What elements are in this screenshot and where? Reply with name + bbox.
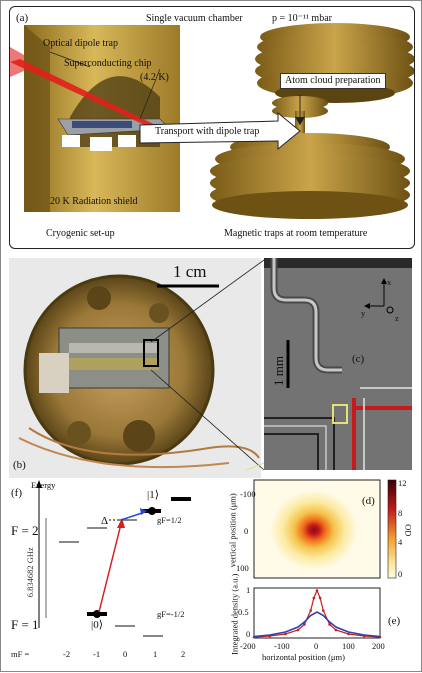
f2-label: F = 2 <box>11 523 39 538</box>
cbar-tick-4: 4 <box>398 537 403 547</box>
transport-label: Transport with dipole trap <box>155 126 260 137</box>
profile-point <box>309 609 312 612</box>
panel-d-label: (d) <box>362 495 375 507</box>
profile-series-2 <box>253 611 381 638</box>
mf-label: mF = <box>11 649 30 659</box>
profile-point <box>347 632 350 636</box>
gf-lower-label: gF=-1/2 <box>157 609 185 619</box>
panel-a-label: (a) <box>16 12 29 24</box>
profile-point <box>334 628 338 632</box>
e-ytick-3: 0 <box>246 629 251 639</box>
axis-x-label: x <box>387 277 392 287</box>
profile-point <box>303 623 306 626</box>
density-profile-plot <box>252 587 382 639</box>
state-1-label: |1⟩ <box>147 489 159 501</box>
magnetic-traps-label: Magnetic traps at room temperature <box>224 228 368 239</box>
e-ytick-1: 1 <box>246 585 251 595</box>
f1-label: F = 1 <box>11 617 39 632</box>
chip-label: Superconducting chip <box>64 58 152 69</box>
e-xtick-5: 200 <box>372 641 385 651</box>
radiation-shield-label: 20 K Radiation shield <box>50 196 138 207</box>
chip-temp-label: (4.2 K) <box>140 72 169 83</box>
e-xtick-3: 0 <box>314 641 319 651</box>
d-ytick-3: 100 <box>236 563 249 573</box>
panel-f: (f) Energy F = 2 F = 1 6.834682 GHz Δ |0… <box>9 478 231 668</box>
mf-value-5: 2 <box>181 649 186 659</box>
vacuum-chamber-label: Single vacuum chamber <box>146 13 243 24</box>
panel-c-label: (c) <box>352 353 365 365</box>
profile-point <box>318 596 322 600</box>
d-ytick-1: -100 <box>240 489 256 499</box>
profile-point <box>328 623 331 626</box>
e-xtick-2: -100 <box>274 641 290 651</box>
axis-z-label: z <box>395 313 399 323</box>
chip-micrograph <box>264 258 412 470</box>
axis-y-label: y <box>361 308 366 318</box>
mf-value-4: 1 <box>153 649 158 659</box>
cbar-tick-12: 12 <box>398 478 407 488</box>
absorption-image <box>253 479 397 579</box>
e-ytick-2: 0.5 <box>238 607 249 617</box>
panel-c-micrograph: 1 mm x y z (c) <box>264 258 412 470</box>
profile-point <box>315 589 319 592</box>
mf-value-1: -2 <box>63 649 71 659</box>
profile-point <box>284 632 287 636</box>
panel-e-label: (e) <box>388 615 401 627</box>
cbar-tick-8: 8 <box>398 508 403 518</box>
atom-cloud-callout: Atom cloud preparation <box>280 73 386 89</box>
e-xtick-4: 100 <box>342 641 355 651</box>
cryostat-photo <box>9 258 261 478</box>
mf-value-2: -1 <box>93 649 101 659</box>
panel-b-label: (b) <box>13 459 26 471</box>
panel-a: (a) Single vacuum chamber p = 10⁻¹¹ mbar… <box>9 6 415 249</box>
cryogenic-setup-label: Cryogenic set-up <box>46 228 115 239</box>
d-ytick-2: 0 <box>244 526 249 536</box>
energy-level-diagram <box>36 480 191 637</box>
panel-f-label: (f) <box>11 487 22 499</box>
cbar-tick-0: 0 <box>398 569 403 579</box>
profile-point <box>312 596 316 600</box>
detuning-label: Δ <box>101 515 109 527</box>
dipole-trap-label: Optical dipole trap <box>43 38 118 49</box>
gf-upper-label: gF=1/2 <box>157 515 182 525</box>
panel-c-scale-label: 1 mm <box>271 356 286 386</box>
panel-e: 1 0.5 0 Integrated density (a.u.) -200 -… <box>229 574 418 668</box>
e-ylabel: Integrated density (a.u.) <box>229 573 240 655</box>
profile-point <box>322 609 325 612</box>
panel-a-illustration <box>10 23 414 219</box>
e-xlabel: horizontal position (μm) <box>262 652 345 662</box>
mf-value-3: 0 <box>123 649 128 659</box>
panel-b-photo: 1 cm (b) <box>9 258 261 478</box>
panel-b-scale-label: 1 cm <box>173 262 207 281</box>
panel-d: -100 0 100 vertical position (μm) 12 8 4… <box>228 476 418 586</box>
profile-point <box>296 628 300 632</box>
energy-axis-label: Energy <box>31 480 56 490</box>
frequency-label: 6.834682 GHz <box>24 547 35 598</box>
e-xtick-1: -200 <box>240 641 256 651</box>
lower-coil <box>210 133 410 219</box>
state-0-label: |0⟩ <box>91 619 103 631</box>
pressure-label: p = 10⁻¹¹ mbar <box>272 13 332 24</box>
colorbar-label: OD <box>403 524 414 537</box>
